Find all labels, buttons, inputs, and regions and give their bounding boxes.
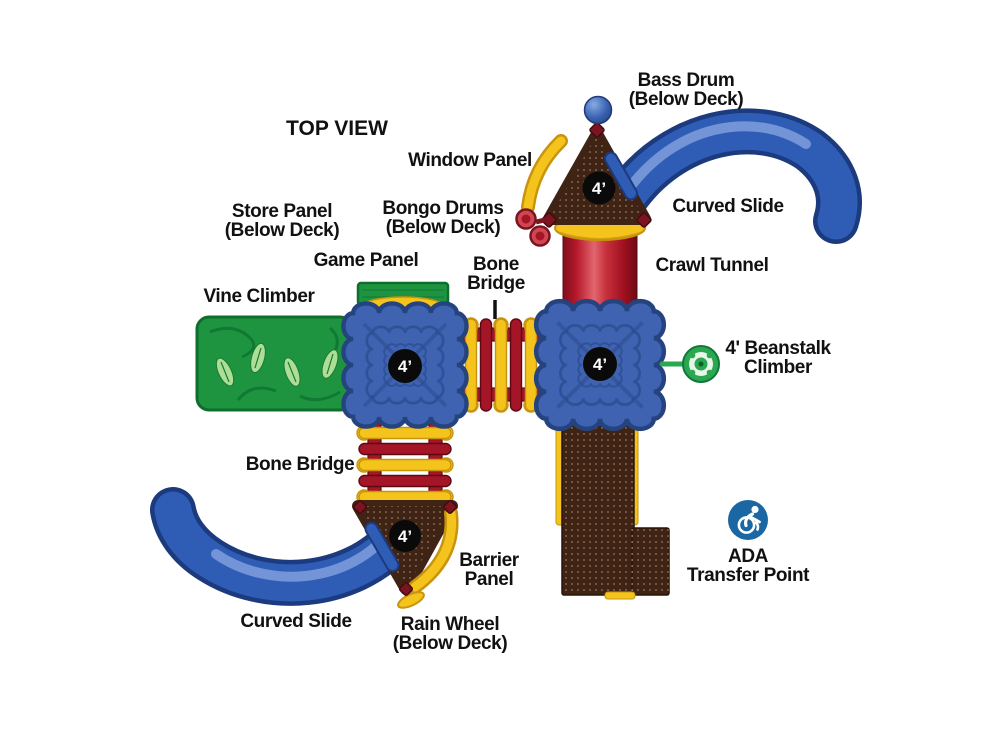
label-bone-bridge-left: Bone Bridge xyxy=(245,454,355,475)
bongo-drums xyxy=(515,208,551,247)
crawl-tunnel xyxy=(554,215,646,307)
vine-climber xyxy=(195,315,358,412)
label-vine-climber: Vine Climber xyxy=(203,286,315,307)
label-crawl-tunnel: Crawl Tunnel xyxy=(655,255,769,276)
curved-slide-bottom xyxy=(150,487,420,606)
deck-height-markers: 4’ 4’ 4’ 4’ xyxy=(388,171,617,552)
bone-bridge-vertical xyxy=(356,419,454,511)
barrier-panel xyxy=(408,506,459,594)
label-barrier-panel: Barrier Panel xyxy=(459,550,519,590)
label-bongo-drums: Bongo Drums (Below Deck) xyxy=(382,198,504,238)
rain-wheel xyxy=(397,591,425,609)
curved-slide-top xyxy=(601,108,862,244)
left-deck-height-marker: 4’ xyxy=(398,357,412,376)
bass-drum xyxy=(583,95,613,125)
transfer-ramp xyxy=(555,422,670,600)
label-rain-wheel: Rain Wheel (Below Deck) xyxy=(392,614,508,654)
diagram-title: TOP VIEW xyxy=(286,117,388,140)
label-bone-bridge-top: Bone Bridge xyxy=(467,254,525,294)
label-curved-slide-bottom: Curved Slide xyxy=(240,611,352,632)
bottom-deck-height-marker: 4’ xyxy=(398,527,412,546)
label-curved-slide-top: Curved Slide xyxy=(672,196,784,217)
label-game-panel: Game Panel xyxy=(313,250,419,271)
right-deck-height-marker: 4’ xyxy=(593,355,607,374)
ada-wheelchair-icon xyxy=(728,500,768,540)
label-ada-transfer-point: ADA Transfer Point xyxy=(686,546,810,586)
label-window-panel: Window Panel xyxy=(408,150,532,171)
bone-bridge-horizontal xyxy=(460,317,544,413)
slide-entrance-top xyxy=(604,151,638,201)
slide-entrance-bottom xyxy=(364,521,400,573)
label-bass-drum: Bass Drum (Below Deck) xyxy=(628,70,744,110)
label-beanstalk-climber: 4' Beanstalk Climber xyxy=(725,338,831,378)
label-store-panel: Store Panel (Below Deck) xyxy=(224,201,340,241)
roof-height-marker: 4’ xyxy=(592,179,606,198)
beanstalk-climber xyxy=(659,345,720,383)
